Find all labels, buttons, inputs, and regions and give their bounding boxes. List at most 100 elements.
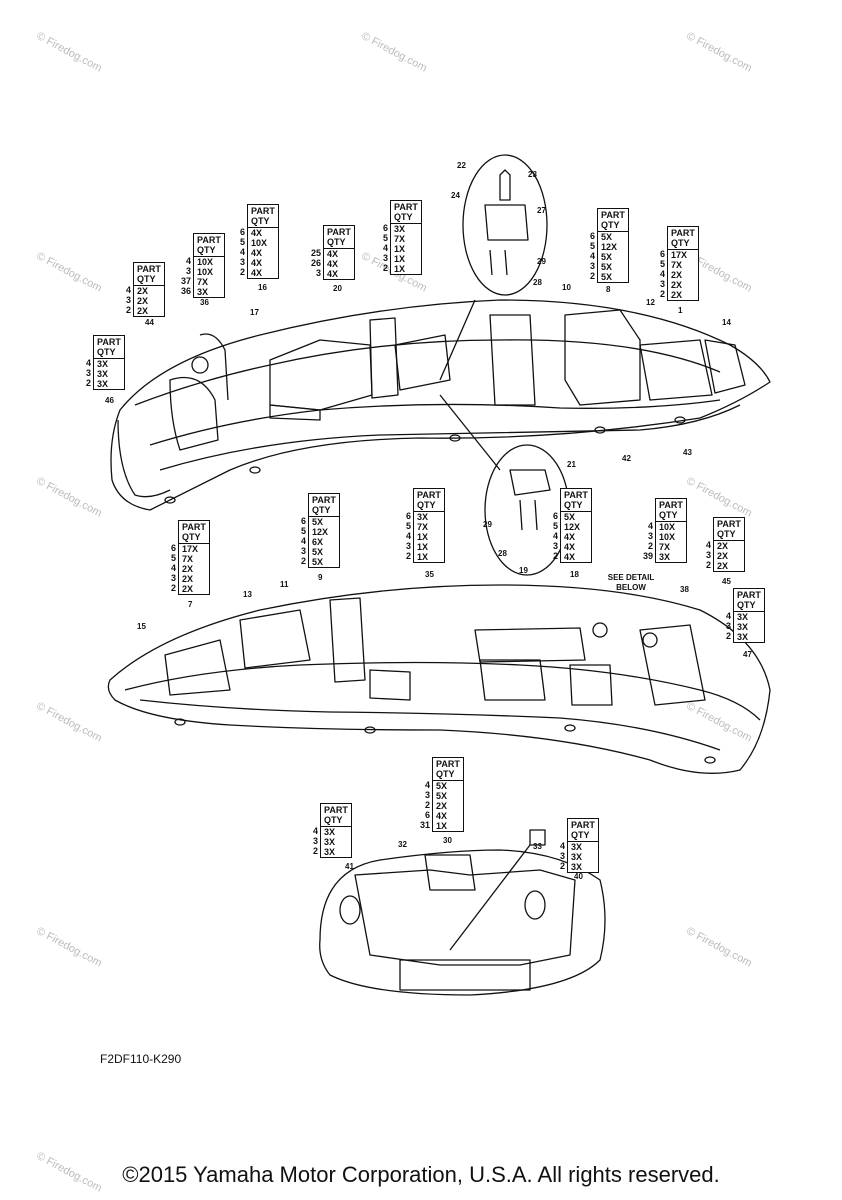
qty-value: 2X (137, 296, 149, 306)
part-number: 3 (647, 531, 653, 541)
part-number: 25 (310, 248, 321, 258)
header-qty: QTY (137, 274, 156, 284)
part-number: 3 (659, 279, 665, 289)
header-qty: QTY (671, 238, 690, 248)
part-number: 6 (170, 543, 176, 553)
part-callout: 8 (606, 285, 611, 294)
qty-value: 2X (137, 306, 149, 316)
part-callout: 40 (574, 872, 583, 881)
part-number: 4 (659, 269, 665, 279)
header-part: PART (601, 210, 625, 220)
part-callout: 45 (722, 577, 731, 586)
header-part: PART (571, 820, 595, 830)
qty-value: 3X (737, 622, 749, 632)
header-qty: QTY (97, 347, 116, 357)
qty-value: 5X (601, 262, 613, 272)
part-number: 4 (85, 358, 91, 368)
qty-value: 2X (717, 551, 729, 561)
part-number: 5 (382, 233, 388, 243)
part-number: 4 (312, 826, 318, 836)
part-number: 5 (405, 521, 411, 531)
part-number: 2 (647, 541, 653, 551)
part-number: 3 (312, 836, 318, 846)
part-callout: 12 (646, 298, 655, 307)
part-number: 6 (239, 227, 245, 237)
qty-value: 1X (394, 254, 406, 264)
part-callout: 16 (258, 283, 267, 292)
qty-value: 1X (417, 532, 429, 542)
part-callout: 17 (250, 308, 259, 317)
diagram-code: F2DF110-K290 (100, 1052, 182, 1066)
lower-deck-drawing (107, 584, 771, 774)
qty-value: 3X (571, 852, 583, 862)
qty-value: 7X (671, 260, 683, 270)
qty-value: 10X (659, 522, 676, 532)
part-number: 3 (382, 253, 388, 263)
qty-value: 3X (97, 379, 109, 389)
part-number: 3 (405, 541, 411, 551)
qty-value: 17X (671, 250, 688, 260)
qty-value: 3X (571, 842, 583, 852)
qty-value: 2X (671, 270, 683, 280)
part-number: 4 (589, 251, 595, 261)
header-qty: QTY (571, 830, 590, 840)
header-qty: QTY (197, 245, 216, 255)
part-number: 26 (310, 258, 321, 268)
part-number: 5 (300, 526, 306, 536)
header-qty: QTY (182, 532, 201, 542)
header-qty: QTY (436, 769, 455, 779)
copyright-notice: ©2015 Yamaha Motor Corporation, U.S.A. A… (122, 1162, 720, 1187)
part-callout: 18 (570, 570, 579, 579)
part-number: 3 (559, 851, 565, 861)
part-number: 4 (125, 285, 131, 295)
part-number: 5 (170, 553, 176, 563)
part-number: 3 (424, 790, 430, 800)
qty-value: 3X (324, 847, 336, 857)
qty-value: 6X (312, 537, 324, 547)
header-part: PART (564, 490, 588, 500)
qty-value: 2X (137, 286, 149, 296)
part-number: 2 (405, 551, 411, 561)
part-number: 2 (659, 289, 665, 299)
part-number: 31 (419, 820, 430, 830)
qty-value: 3X (324, 837, 336, 847)
qty-value: 7X (659, 542, 671, 552)
qty-value: 3X (571, 862, 583, 872)
qty-value: 7X (394, 234, 406, 244)
header-part: PART (659, 500, 683, 510)
part-number: 37 (180, 276, 191, 286)
qty-value: 3X (737, 632, 749, 642)
part-number: 6 (589, 231, 595, 241)
upper-deck-drawing (110, 299, 771, 511)
qty-value: 5X (564, 512, 576, 522)
qty-value: 1X (394, 244, 406, 254)
part-callout: 46 (105, 396, 114, 405)
part-number: 3 (705, 550, 711, 560)
part-callout: 28 (533, 278, 542, 287)
qty-value: 4X (564, 552, 576, 562)
part-callout: 30 (443, 836, 452, 845)
part-callout: 32 (398, 840, 407, 849)
